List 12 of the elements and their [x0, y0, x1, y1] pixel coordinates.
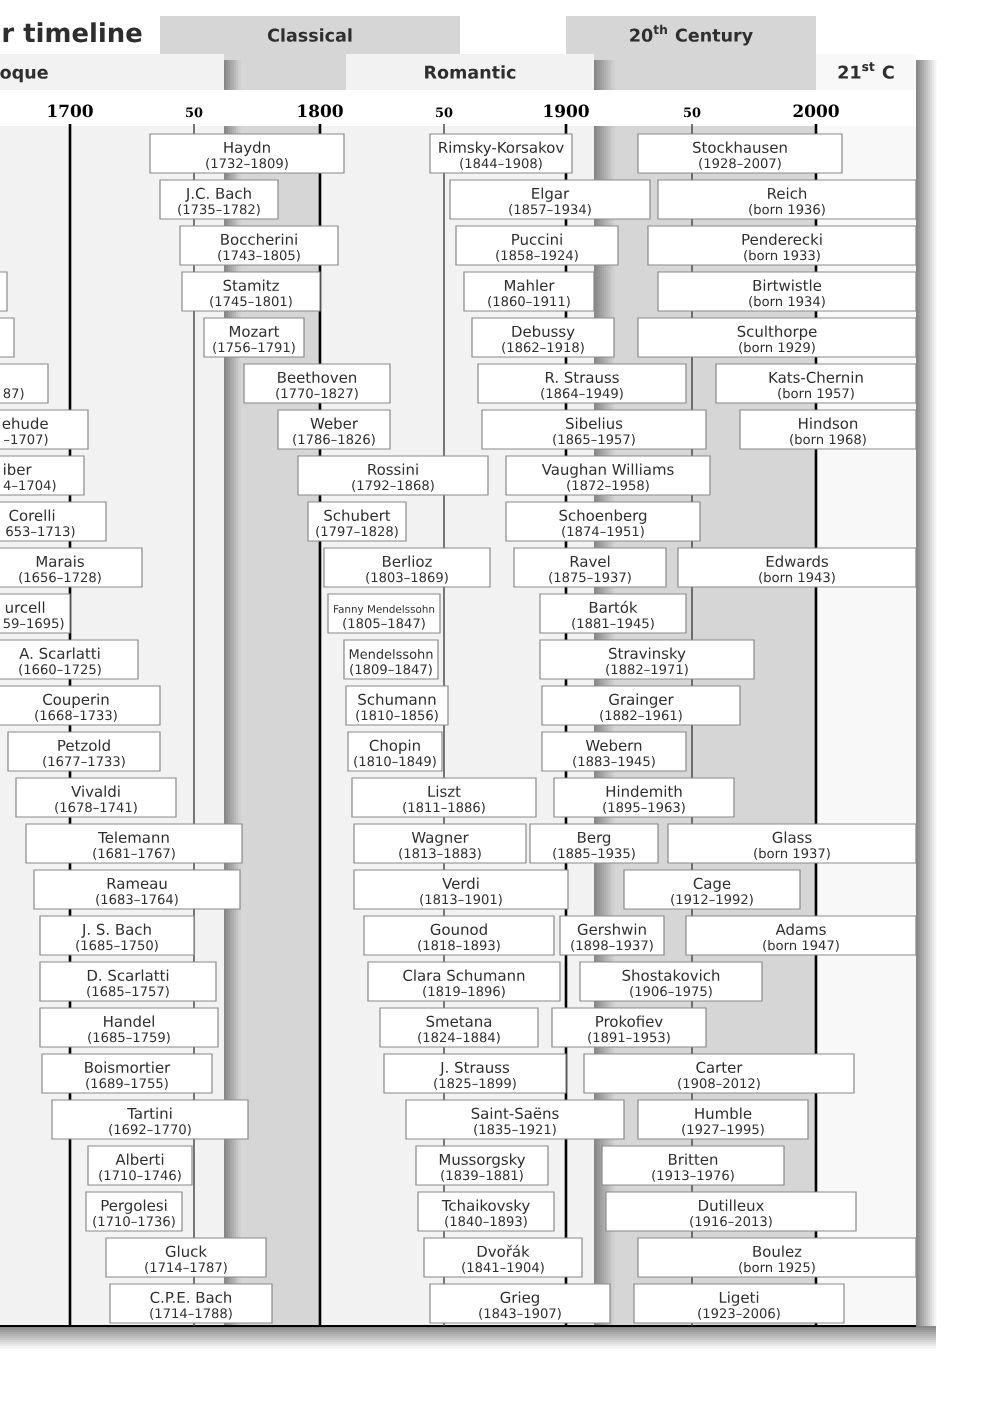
- composer-box: [0, 271, 8, 312]
- era-header: Romantic: [346, 54, 594, 90]
- year-label: 1900: [544, 104, 589, 118]
- year-label: 1800: [298, 104, 343, 118]
- era-header: 21$^{st}$ C: [816, 54, 916, 90]
- title: r timeline: [3, 22, 142, 43]
- era-header: oque: [0, 54, 224, 90]
- year-label: 2000: [793, 104, 839, 118]
- node-label: 20$^{th}$ Century: [630, 24, 753, 46]
- era-header: 20$^{th}$ Century: [566, 16, 816, 54]
- composer-box: [0, 317, 15, 358]
- era-header: Classical: [160, 16, 460, 54]
